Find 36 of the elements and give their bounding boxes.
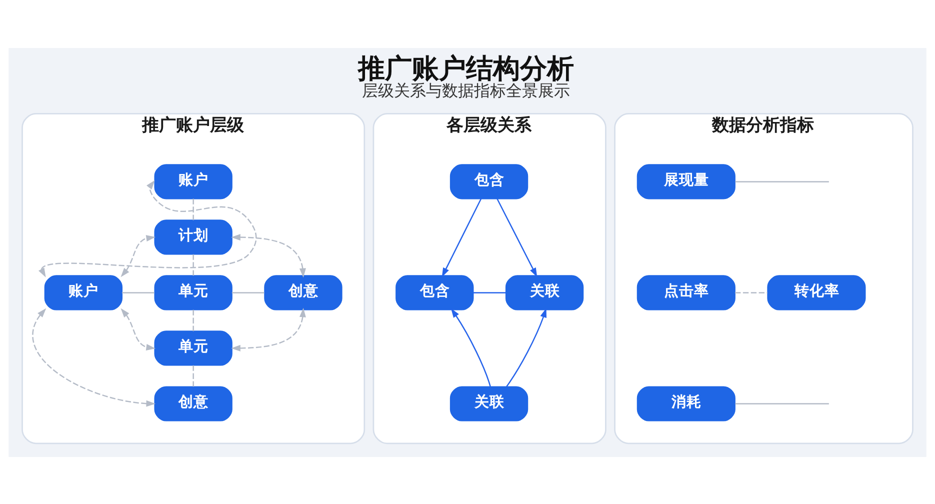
node-box: 关联 bbox=[505, 274, 584, 310]
arrow bbox=[231, 307, 306, 351]
connector bbox=[192, 309, 194, 331]
arrow bbox=[442, 198, 482, 277]
node-box: 创意 bbox=[154, 386, 232, 421]
arrow bbox=[120, 308, 156, 350]
node-box: 账户 bbox=[44, 274, 123, 310]
node-box: 关联 bbox=[450, 386, 528, 421]
connector bbox=[473, 292, 506, 293]
caption: 层级关系与数据指标全景展示 bbox=[362, 80, 570, 100]
arrow bbox=[231, 234, 306, 278]
node-box: 单元 bbox=[154, 330, 232, 366]
connector bbox=[735, 180, 829, 182]
connector bbox=[192, 364, 194, 386]
arrow bbox=[496, 198, 538, 277]
arrow bbox=[38, 180, 257, 277]
connector bbox=[735, 292, 768, 293]
node-box: 包含 bbox=[396, 274, 474, 310]
connector bbox=[192, 254, 194, 276]
arrow bbox=[450, 308, 491, 386]
node-box: 转化率 bbox=[767, 274, 866, 310]
node-box: 单元 bbox=[154, 274, 232, 310]
arrow bbox=[120, 234, 156, 277]
node-box: 点击率 bbox=[636, 274, 736, 310]
node-box: 消耗 bbox=[636, 386, 736, 421]
node-box: 展现量 bbox=[636, 164, 736, 199]
arrow bbox=[32, 308, 156, 406]
connector bbox=[735, 402, 829, 404]
arrow bbox=[506, 308, 546, 386]
connector bbox=[232, 292, 264, 293]
node-box: 创意 bbox=[264, 274, 342, 310]
connector bbox=[122, 292, 154, 293]
node-box: 包含 bbox=[450, 164, 528, 199]
connector bbox=[192, 198, 194, 220]
node-box: 计划 bbox=[154, 219, 232, 254]
node-box: 账户 bbox=[154, 164, 232, 199]
